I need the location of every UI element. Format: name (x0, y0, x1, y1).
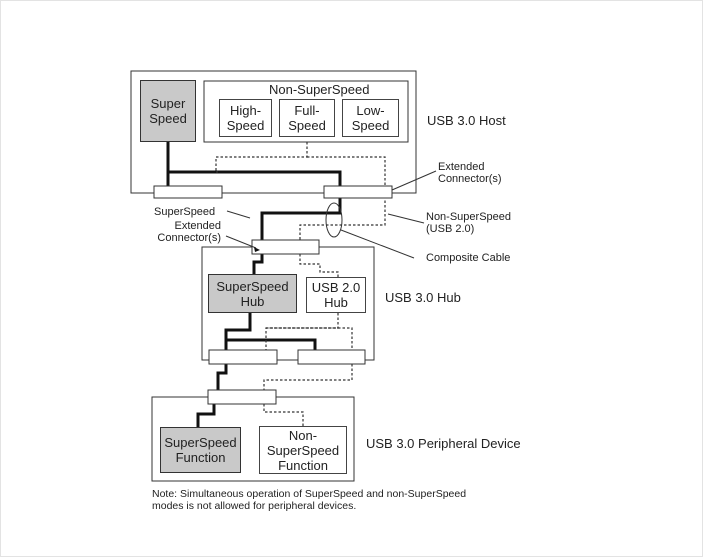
host-connector-1 (153, 185, 223, 199)
non-superspeed-title: Non-SuperSpeed (269, 82, 370, 97)
extended-connector-right-label: Extended Connector(s) (438, 161, 502, 185)
non-superspeed-label: Non-SuperSpeed (USB 2.0) (426, 211, 512, 235)
hub-upstream-connector (251, 239, 320, 255)
superspeed-label: SuperSpeed (154, 206, 216, 218)
usb20-hub-box: USB 2.0 Hub (306, 277, 366, 313)
superspeed-path (166, 142, 342, 428)
host-label: USB 3.0 Host (427, 113, 506, 128)
composite-cable-label: Composite Cable (426, 252, 511, 264)
host-connector-2 (323, 185, 393, 199)
low-speed-box: Low- Speed (342, 99, 399, 137)
device-connector (207, 389, 277, 405)
footnote: Note: Simultaneous operation of SuperSpe… (152, 488, 467, 512)
arrowhead (254, 247, 260, 252)
hub-downstream-connector-1 (208, 349, 278, 365)
high-speed-box: High- Speed (219, 99, 272, 137)
superspeed-hub-box: SuperSpeed Hub (208, 274, 297, 313)
device-label: USB 3.0 Peripheral Device (366, 436, 521, 451)
hub-downstream-connector-2 (297, 349, 366, 365)
superspeed-function-box: SuperSpeed Function (160, 427, 241, 473)
non-superspeed-path (215, 142, 386, 427)
composite-cable-ellipse (325, 202, 343, 238)
extended-connector-left-label: Extended Connector(s) (157, 220, 221, 244)
callout-leaders (225, 170, 437, 259)
non-superspeed-function-box: Non- SuperSpeed Function (259, 426, 347, 474)
hub-label: USB 3.0 Hub (385, 290, 461, 305)
superspeed-box: Super Speed (140, 80, 196, 142)
full-speed-box: Full- Speed (279, 99, 335, 137)
